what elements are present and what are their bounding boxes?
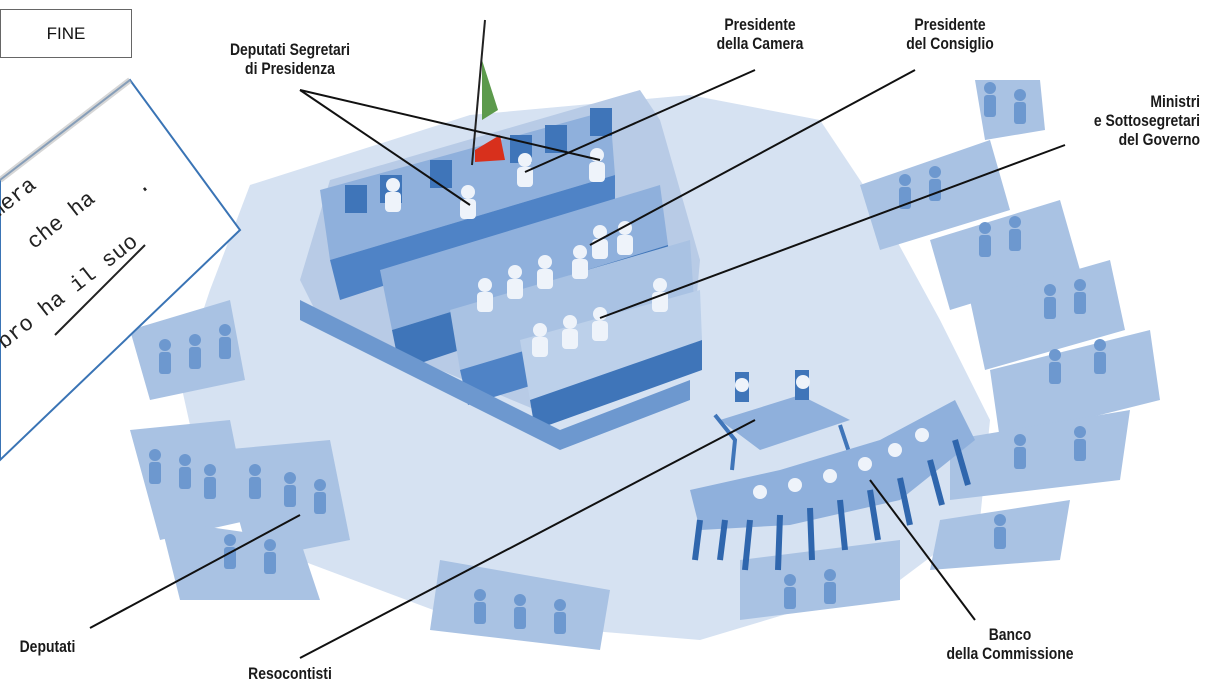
label-presidente-camera-line-1: Presidente [724,15,796,34]
label-deputati-segretari: Deputati Segretari di Presidenza [220,40,359,78]
label-ministri-line-3: del Governo [1118,130,1200,149]
label-banco-line-1: Banco [988,625,1032,644]
leader-lines [89,69,1066,659]
commission-bench [690,400,975,571]
presidency-bench [300,19,702,450]
label-banco-line-2: della Commissione [946,644,1074,663]
label-banco: Banco della Commissione [932,625,1088,663]
label-deputati: Deputati [19,637,76,656]
label-presidente-camera-line-2: della Camera [716,34,804,53]
fine-button[interactable]: FINE [0,9,132,58]
resocontisti-table [713,370,852,471]
label-ministri-line-2: e Sottosegretari [1093,111,1200,130]
flag-red [475,135,505,162]
label-deputati-segretari-line-1: Deputati Segretari [229,40,351,59]
flag-green [482,60,498,120]
label-deputati-segretari-line-2: di Presidenza [245,59,335,78]
label-presidente-consiglio-line-1: Presidente [914,15,986,34]
label-ministri-line-1: Ministri [1150,92,1200,111]
label-presidente-camera: Presidente della Camera [703,15,818,53]
label-presidente-consiglio-line-2: del Consiglio [906,34,994,53]
label-ministri: Ministri e Sottosegretari del Governo [1077,92,1200,149]
label-resocontisti: Resocontisti [248,664,332,683]
label-presidente-consiglio: Presidente del Consiglio [893,15,1008,53]
